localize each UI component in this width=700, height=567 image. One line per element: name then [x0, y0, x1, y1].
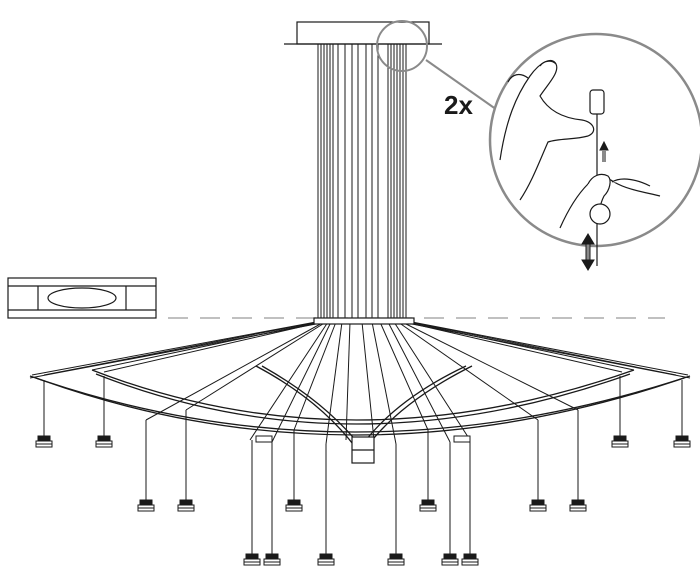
- pendant-shade-icon: [95, 435, 113, 448]
- arrow-up-icon: [599, 140, 609, 162]
- pendant-shade-icon: [243, 553, 261, 566]
- pendant-shade-icon: [611, 435, 629, 448]
- pendant-shade-icon: [285, 499, 303, 512]
- pendant-shade-icon: [441, 553, 459, 566]
- pendant-shade-icon: [673, 435, 691, 448]
- pendant-shade-icon: [419, 499, 437, 512]
- junction-box: [351, 436, 375, 464]
- cable-bundle: [317, 44, 407, 322]
- drop-wires: [43, 376, 683, 556]
- callout-source-circle: [376, 20, 501, 113]
- canopy-icon: [284, 21, 442, 45]
- pendant-shade-icon: [529, 499, 547, 512]
- cable-fan: [29, 321, 691, 445]
- detail-callout: [488, 32, 700, 271]
- pendant-shade-icon: [137, 499, 155, 512]
- hand-icon: [559, 173, 661, 229]
- pendant-shade-icon: [263, 553, 281, 566]
- quantity-label: 2x: [444, 90, 473, 120]
- support-arcs: [29, 365, 691, 449]
- pendant-shade-icon: [453, 435, 471, 443]
- pendant-shade-icon: [461, 553, 479, 566]
- cable-hub: [313, 317, 415, 325]
- pendant-shade-icon: [35, 435, 53, 448]
- pendant-shades: [35, 435, 691, 566]
- pendant-shade-icon: [177, 499, 195, 512]
- double-arrow-icon: [581, 233, 595, 271]
- pendant-shade-icon: [569, 499, 587, 512]
- hand-icon: [499, 59, 595, 201]
- pendant-shade-icon: [255, 435, 273, 443]
- spirit-level-icon: [7, 277, 157, 319]
- pendant-shade-icon: [387, 553, 405, 566]
- pendant-shade-icon: [317, 553, 335, 566]
